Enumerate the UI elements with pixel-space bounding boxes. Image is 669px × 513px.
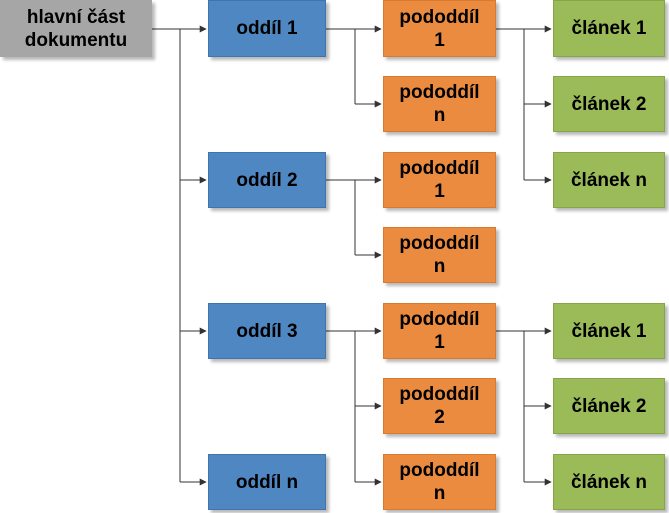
- article-a-2-node: článek 2: [553, 76, 665, 132]
- connector-sub-1-trunk: [496, 28, 525, 180]
- article-b-1-label: článek 1: [571, 320, 647, 342]
- connector-root-trunk: [152, 28, 181, 482]
- subsection-2-n-node: pododdíl n: [383, 227, 496, 283]
- connector-section-1-trunk: [326, 28, 356, 104]
- section-n-node: oddíl n: [208, 454, 326, 510]
- section-3-label: oddíl 3: [236, 320, 298, 342]
- subsection-3-1-label: pododdíl 1: [399, 309, 480, 353]
- article-a-1-node: článek 1: [553, 0, 665, 57]
- section-n-label: oddíl n: [235, 471, 299, 493]
- subsection-3-2-node: pododdíl 2: [383, 378, 496, 434]
- connector-section-2-trunk: [326, 179, 356, 255]
- article-a-1-label: článek 1: [571, 18, 647, 39]
- subsection-1-n-label: pododdíl n: [399, 82, 480, 126]
- root-label: hlavní část dokumentu: [24, 6, 128, 51]
- section-3-node: oddíl 3: [208, 303, 326, 359]
- section-1-label: oddíl 1: [236, 18, 298, 39]
- root-node: hlavní část dokumentu: [0, 0, 152, 57]
- article-a-n-node: článek n: [553, 152, 665, 208]
- connector-sub-3-1-trunk: [496, 330, 525, 482]
- subsection-3-1-node: pododdíl 1: [383, 303, 496, 359]
- article-b-1-node: článek 1: [553, 303, 665, 359]
- subsection-1-1-node: pododdíl 1: [383, 0, 496, 57]
- article-a-n-label: článek n: [570, 169, 648, 191]
- article-b-n-node: článek n: [553, 454, 665, 510]
- article-a-2-label: článek 2: [571, 93, 647, 115]
- article-b-n-label: článek n: [570, 471, 648, 493]
- subsection-2-n-label: pododdíl n: [399, 233, 480, 277]
- section-2-label: oddíl 2: [236, 169, 298, 191]
- subsection-3-n-label: pododdíl n: [399, 460, 480, 504]
- article-b-2-node: článek 2: [553, 378, 665, 434]
- subsection-1-n-node: pododdíl n: [383, 76, 496, 132]
- section-1-node: oddíl 1: [208, 0, 326, 57]
- subsection-2-1-node: pododdíl 1: [383, 152, 496, 208]
- subsection-3-n-node: pododdíl n: [383, 454, 496, 510]
- subsection-3-2-label: pododdíl 2: [399, 384, 480, 428]
- section-2-node: oddíl 2: [208, 152, 326, 208]
- connector-section-3-trunk: [326, 330, 356, 482]
- article-b-2-label: článek 2: [571, 395, 647, 417]
- subsection-2-1-label: pododdíl 1: [399, 158, 480, 202]
- subsection-1-1-label: pododdíl 1: [399, 6, 480, 51]
